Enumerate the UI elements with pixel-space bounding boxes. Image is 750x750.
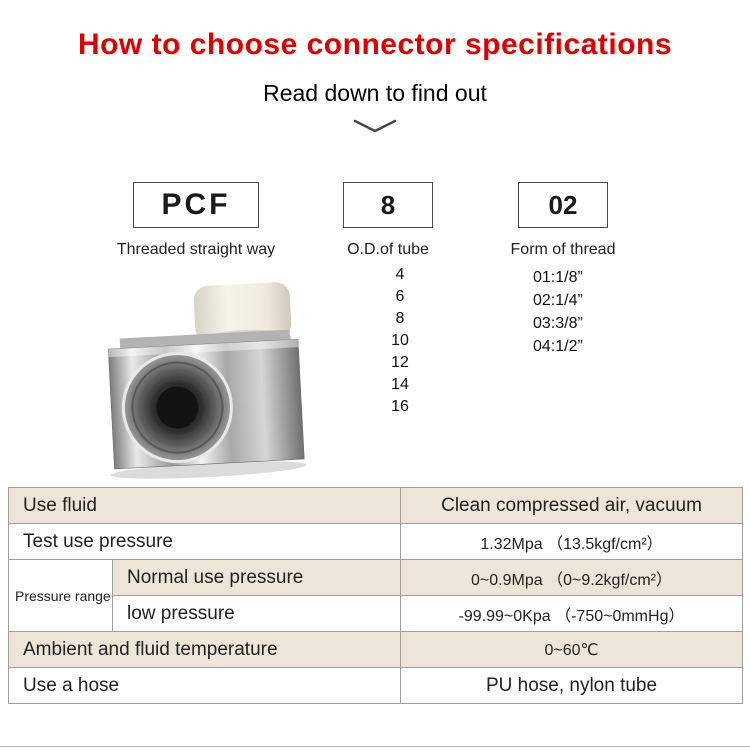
table-row: Pressure range Normal use pressure 0~0.9… — [8, 559, 744, 632]
tube-od-option: 8 — [395, 310, 405, 327]
spec-value: Clean compressed air, vacuum — [400, 487, 744, 524]
table-row: Use fluid Clean compressed air, vacuum — [7, 487, 744, 524]
spec-label: Ambient and fluid temperature — [7, 631, 402, 668]
thread-form-code-box: 02 — [518, 182, 608, 228]
spec-value: -99.99~0Kpa （-750~0mmHg） — [400, 595, 744, 632]
spec-label: Use a hose — [7, 667, 402, 704]
table-row: Test use pressure 1.32Mpa （13.5kgf/cm²） — [7, 523, 744, 560]
tube-od-option: 4 — [395, 266, 405, 283]
spec-value: 0~60℃ — [400, 631, 744, 668]
page-subtitle: Read down to find out — [263, 80, 487, 106]
spec-value: PU hose, nylon tube — [400, 667, 744, 704]
spec-label: Use fluid — [7, 487, 402, 524]
series-code-box: PCF — [133, 182, 259, 228]
thread-form-option: 02:1/4” — [533, 292, 583, 309]
chevron-down-icon — [0, 118, 750, 135]
bottom-divider — [0, 746, 750, 747]
tube-od-code-box: 8 — [343, 182, 433, 228]
connector-photo — [87, 274, 327, 486]
thread-form-label: Form of thread — [510, 241, 616, 258]
spec-label: Normal use pressure — [111, 559, 402, 596]
spec-label: low pressure — [111, 595, 402, 632]
spec-group-label: Pressure range — [8, 559, 113, 632]
tube-od-option: 12 — [391, 354, 409, 371]
spec-value: 1.32Mpa （13.5kgf/cm²） — [400, 523, 744, 560]
spec-value: 0~0.9Mpa （0~9.2kgf/cm²） — [400, 559, 744, 596]
tube-od-option: 16 — [391, 398, 409, 415]
thread-form-option: 03:3/8” — [533, 315, 583, 332]
table-row: Use a hose PU hose, nylon tube — [7, 667, 744, 704]
tube-od-options: 4 6 8 10 12 14 16 — [300, 264, 500, 418]
table-row: low pressure -99.99~0Kpa （-750~0mmHg） — [9, 595, 744, 632]
spec-label: Test use pressure — [7, 523, 402, 560]
tube-od-option: 14 — [391, 376, 409, 393]
tube-od-label: O.D.of tube — [347, 241, 429, 258]
thread-form-option: 04:1/2” — [533, 338, 583, 355]
page-title: How to choose connector specifications — [77, 28, 673, 61]
thread-form-options: 01:1/8” 02:1/4” 03:3/8” 04:1/2” — [533, 266, 583, 358]
thread-form-option: 01:1/8” — [533, 269, 583, 286]
spec-table: Use fluid Clean compressed air, vacuum T… — [7, 487, 744, 704]
tube-od-option: 10 — [391, 332, 409, 349]
tube-od-option: 6 — [395, 288, 405, 305]
table-row: Ambient and fluid temperature 0~60℃ — [7, 631, 744, 668]
series-code-label: Threaded straight way — [116, 241, 276, 258]
